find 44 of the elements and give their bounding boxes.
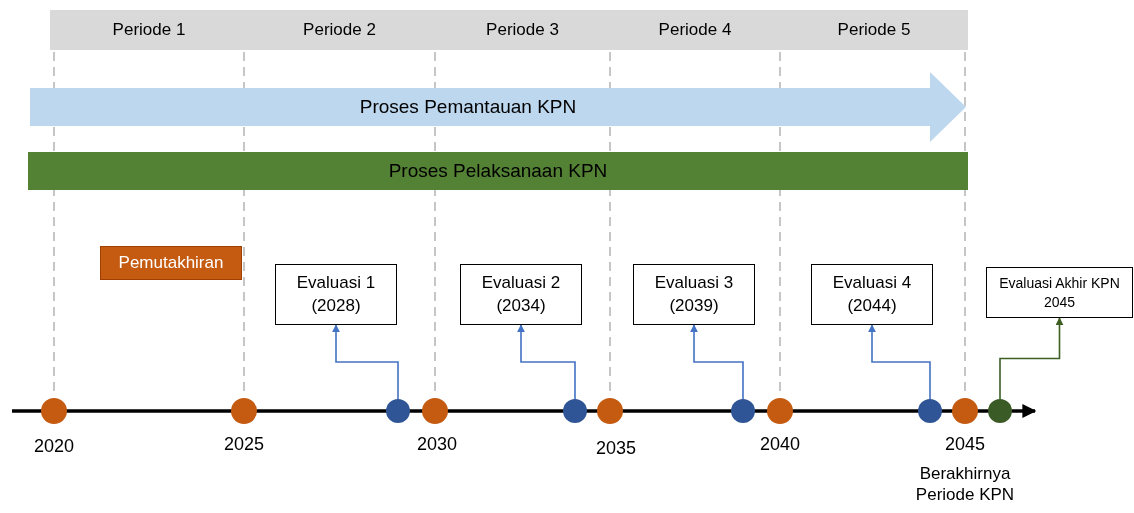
node-label: Periode 4	[658, 18, 732, 41]
node-label: Evaluasi Akhir KPN 2045	[998, 274, 1121, 311]
milestone-dot	[597, 398, 623, 424]
milestone-note: Berakhirnya Periode KPN	[914, 463, 1016, 506]
node-label: Periode 2	[303, 18, 376, 41]
milestone-dot	[422, 398, 448, 424]
node-label: Periode 1	[112, 18, 186, 41]
connector-arrow	[690, 324, 744, 400]
year-label: 2030	[415, 433, 458, 456]
evaluation-box	[986, 267, 1133, 318]
node-label: Proses Pemantauan KPN	[359, 94, 577, 119]
connector-arrow	[332, 324, 399, 400]
year-label: 2045	[943, 433, 986, 456]
node-label: Evaluasi 1 (2028)	[295, 272, 377, 317]
evaluation-box	[460, 264, 582, 325]
milestone-dot	[767, 398, 793, 424]
year-label: 2025	[222, 433, 265, 456]
node-label: Pemutakhiran	[118, 251, 224, 274]
milestone-dot	[563, 399, 587, 423]
milestone-dot	[231, 398, 257, 424]
milestone-dot	[988, 399, 1012, 423]
evaluation-box	[275, 264, 397, 325]
node-label: Evaluasi 4 (2044)	[831, 272, 913, 317]
year-label: 2035	[594, 437, 637, 460]
node-label: Evaluasi 3 (2039)	[653, 272, 735, 317]
year-label: 2020	[32, 435, 75, 458]
node-label: Evaluasi 2 (2034)	[480, 272, 562, 317]
node-label: Periode 5	[837, 18, 911, 41]
milestone-dot	[918, 399, 942, 423]
node-label: Proses Pelaksanaan KPN	[388, 158, 608, 183]
node-label: Periode 3	[486, 18, 559, 41]
year-label: 2040	[758, 433, 801, 456]
connector-arrow	[999, 317, 1064, 400]
milestone-dot	[386, 399, 410, 423]
milestone-dot	[952, 398, 978, 424]
connector-arrow	[517, 324, 576, 400]
evaluation-box	[633, 264, 755, 325]
process-banner	[30, 72, 966, 142]
evaluation-box	[811, 264, 933, 325]
connector-arrow	[868, 324, 931, 400]
process-bar	[28, 152, 968, 190]
milestone-dot	[731, 399, 755, 423]
milestone-dot	[41, 398, 67, 424]
activity-box	[100, 246, 242, 280]
